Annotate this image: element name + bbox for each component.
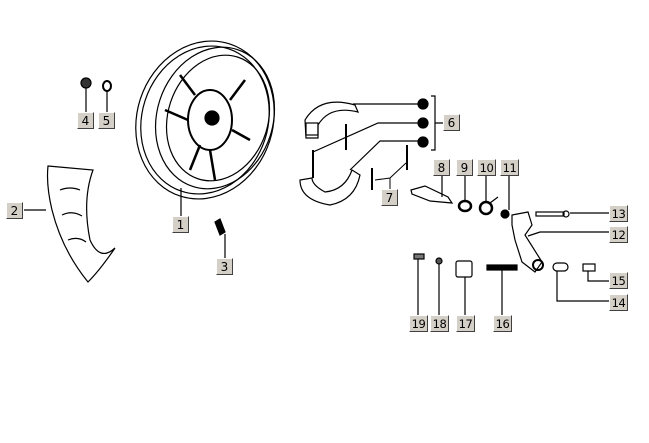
callout-13[interactable]: 13: [609, 205, 628, 222]
nut-part-4[interactable]: [80, 77, 92, 89]
callout-15[interactable]: 15: [609, 272, 628, 289]
indicator-part-10[interactable]: [478, 196, 499, 216]
callout-16[interactable]: 16: [493, 315, 512, 332]
spring-part-16[interactable]: [486, 264, 518, 271]
ring-part-11[interactable]: [500, 209, 510, 219]
pin-part-14[interactable]: [552, 262, 569, 272]
springs-part-7[interactable]: [312, 124, 408, 190]
callout-19[interactable]: 19: [409, 315, 428, 332]
wheel-part-1[interactable]: [116, 23, 295, 217]
callout-10[interactable]: 10: [477, 159, 496, 176]
mudguard-part-2[interactable]: [46, 165, 116, 283]
callout-17[interactable]: 17: [456, 315, 475, 332]
callout-14[interactable]: 14: [609, 294, 628, 311]
callout-7[interactable]: 7: [381, 189, 398, 206]
block-part-17[interactable]: [455, 260, 473, 278]
lever-part-12[interactable]: [511, 211, 544, 273]
washer-part-9[interactable]: [457, 199, 473, 213]
screw-part-19[interactable]: [413, 253, 425, 260]
callout-6[interactable]: 6: [443, 114, 460, 131]
callout-2[interactable]: 2: [6, 202, 23, 219]
callout-12[interactable]: 12: [609, 226, 628, 243]
bolt-part-13[interactable]: [535, 210, 570, 218]
brake-shoes-part-6[interactable]: [299, 101, 361, 206]
callout-8[interactable]: 8: [433, 159, 450, 176]
callout-18[interactable]: 18: [430, 315, 449, 332]
callout-11[interactable]: 11: [500, 159, 519, 176]
callout-9[interactable]: 9: [456, 159, 473, 176]
callout-1[interactable]: 1: [172, 216, 189, 233]
washer-part-5[interactable]: [102, 80, 112, 92]
callout-4[interactable]: 4: [77, 112, 94, 129]
cam-part-8[interactable]: [410, 185, 454, 204]
bolt-part-15[interactable]: [582, 263, 596, 272]
valve-part-3[interactable]: [214, 218, 226, 236]
callout-3[interactable]: 3: [216, 258, 233, 275]
nut-part-18[interactable]: [435, 257, 443, 265]
callout-5[interactable]: 5: [98, 112, 115, 129]
